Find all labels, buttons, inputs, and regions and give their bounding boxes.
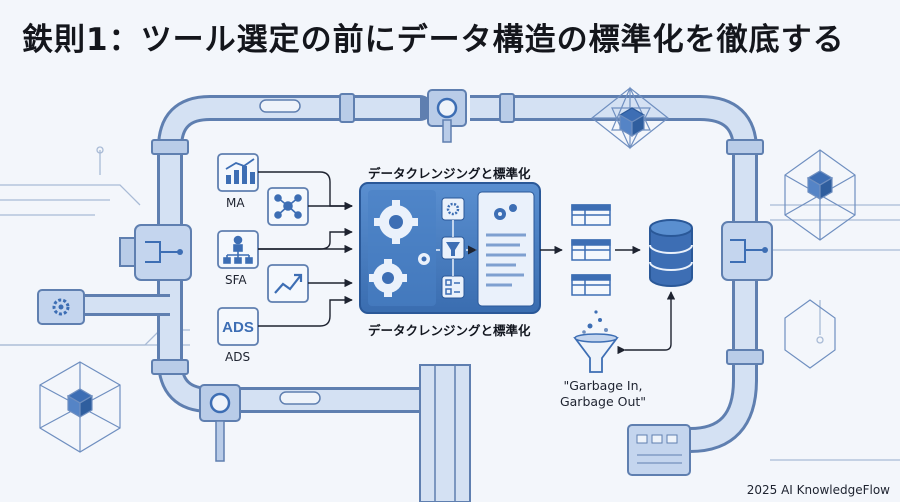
table-icon-1 [571,204,611,226]
doc-gears-icon [494,204,517,220]
database-icon [649,219,693,287]
table-icon-2 [571,239,611,261]
cleansing-panel [359,182,541,314]
source-label-ads: ADS [225,350,251,364]
mini-gear-icon [446,202,460,216]
funnel-db-arrow [617,291,676,355]
trend-line-icon [274,273,303,294]
credit-text: 2025 AI KnowledgeFlow [746,483,890,497]
source-label-ma: MA [226,196,245,210]
ads-icon: ADS [222,319,254,336]
source-label-sfa: SFA [225,273,247,287]
funnel-icon [573,310,619,373]
pipe-loop [70,89,773,502]
table-icon-3 [571,274,611,296]
left-gear-box [37,289,85,325]
garbage-quote-line2: Garbage Out" [559,394,647,409]
large-gear-icon [374,200,418,244]
filter-icon [446,242,460,256]
checklist-icon [445,279,460,295]
wireframe-cube-left [39,361,121,453]
garbage-quote: "Garbage In, Garbage Out" [548,378,658,410]
wireframe-cube-bottom-right [784,299,836,369]
small-gear-icon [369,259,407,297]
network-icon [274,194,302,219]
left-junction [119,224,192,281]
wireframe-cube-right [784,149,856,241]
cleansing-label-bottom: データクレンジングと標準化 [368,323,531,338]
bar-chart-icon [225,158,255,184]
table-icons [571,204,611,296]
wireframe-cube-top [591,86,669,150]
org-chart-icon [223,235,253,264]
cleansing-label-top: データクレンジングと標準化 [368,166,531,181]
connector-arrows [258,171,353,327]
garbage-quote-line1: "Garbage In, [563,378,643,393]
page-title: 鉄則1：ツール選定の前にデータ構造の標準化を徹底する [22,22,845,58]
